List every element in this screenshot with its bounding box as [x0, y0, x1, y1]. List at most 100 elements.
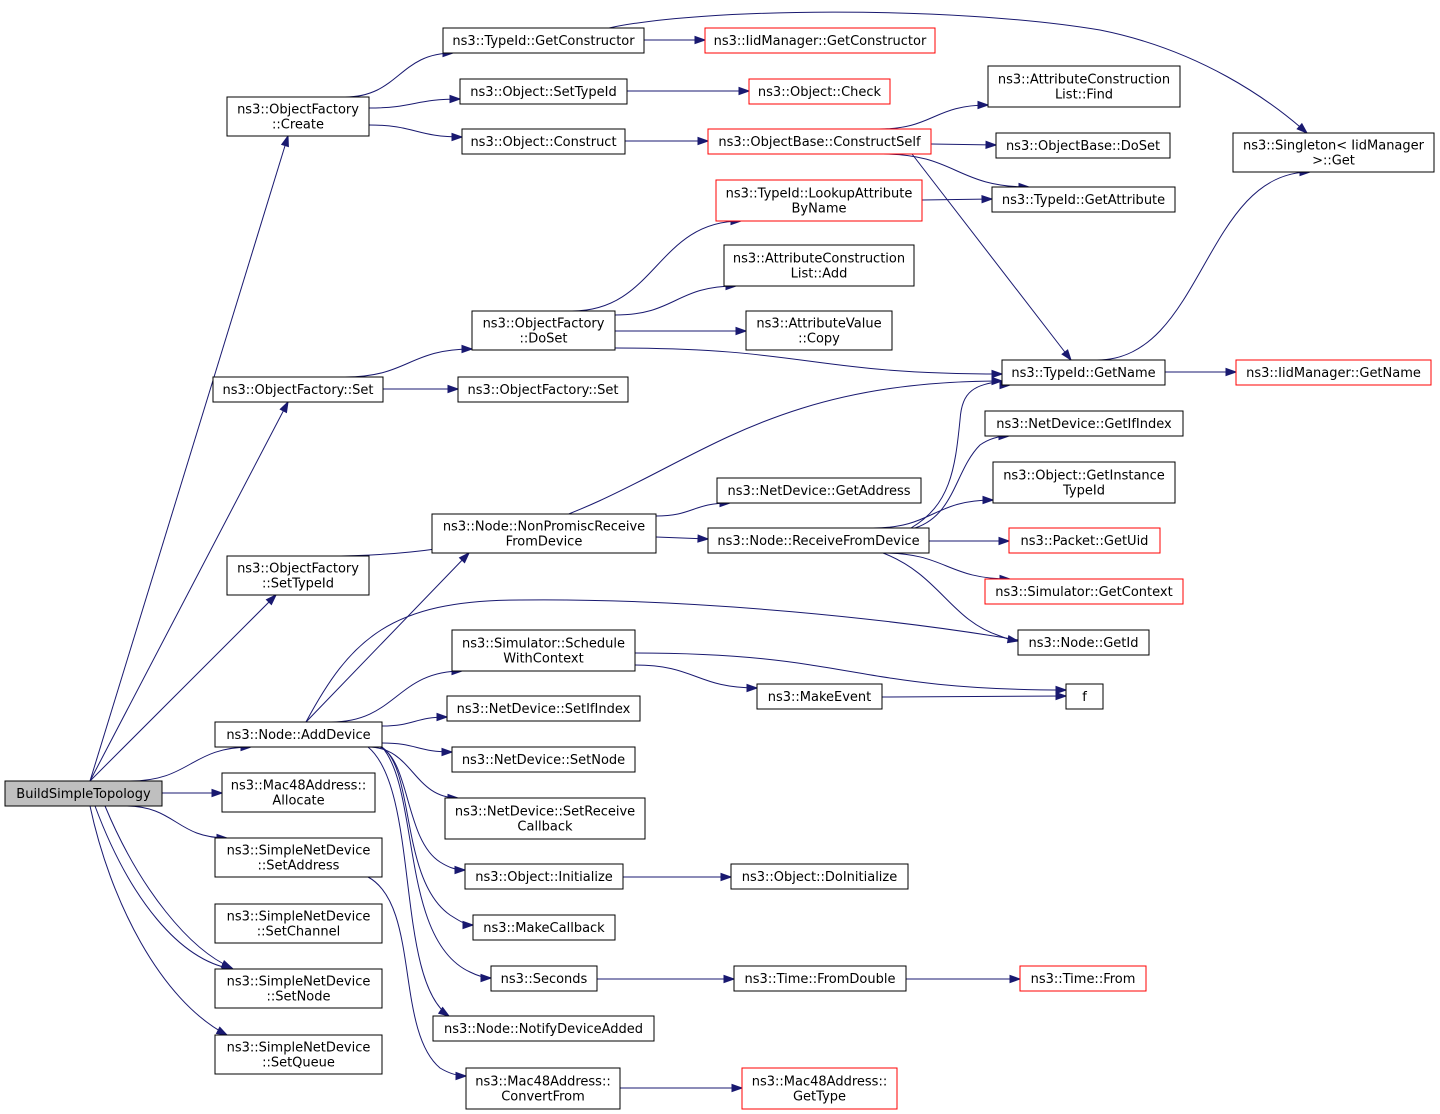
- node-snd-setnode[interactable]: ns3::SimpleNetDevice::SetNode: [214, 968, 383, 1009]
- node-of-set2[interactable]: ns3::ObjectFactory::Set: [457, 376, 629, 403]
- node-label: ns3::AttributeConstruction: [998, 73, 1170, 88]
- node-box: [984, 410, 1184, 437]
- node-label: ns3::NetDevice::SetReceive: [455, 805, 635, 820]
- node-obj-initialize[interactable]: ns3::Object::Initialize: [464, 863, 624, 890]
- node-obj-construct[interactable]: ns3::Object::Construct: [461, 128, 626, 155]
- node-label: ns3::Node::ReceiveFromDevice: [717, 534, 919, 549]
- node-tid-getattr[interactable]: ns3::TypeId::GetAttribute: [991, 186, 1176, 213]
- node-label: ns3::NetDevice::SetIfIndex: [457, 702, 631, 717]
- node-iid-getname[interactable]: ns3::IidManager::GetName: [1235, 359, 1432, 386]
- node-obj-check[interactable]: ns3::Object::Check: [748, 78, 891, 105]
- arrowhead: [480, 973, 493, 983]
- node-tid-getctor[interactable]: ns3::TypeId::GetConstructor: [442, 27, 645, 54]
- node-av-copy[interactable]: ns3::AttributeValue::Copy: [745, 310, 893, 351]
- node-label: ns3::TypeId::GetName: [1011, 366, 1155, 381]
- node-label: ns3::ObjectFactory::Set: [467, 383, 618, 398]
- arrowhead: [735, 326, 748, 336]
- node-box: [221, 772, 376, 813]
- node-label: ns3::Mac48Address::: [231, 779, 366, 794]
- node-of-doset[interactable]: ns3::ObjectFactory::DoSet: [471, 310, 616, 351]
- node-mac-gettype[interactable]: ns3::Mac48Address::GetType: [741, 1067, 898, 1110]
- node-ob-doset[interactable]: ns3::ObjectBase::DoSet: [995, 132, 1171, 159]
- node-label: List::Find: [1055, 88, 1113, 103]
- node-singleton-get[interactable]: ns3::Singleton< IidManager>::Get: [1232, 132, 1435, 173]
- node-iid-getctor[interactable]: ns3::IidManager::GetConstructor: [704, 27, 936, 54]
- node-box: [465, 1067, 621, 1110]
- node-label: >::Get: [1312, 154, 1355, 169]
- node-nd-getaddress[interactable]: ns3::NetDevice::GetAddress: [716, 477, 922, 504]
- edge-time_fromdouble-to-time_from: [906, 974, 1022, 984]
- edge-of_doset-to-acl_add: [614, 281, 738, 316]
- node-label: ::SetQueue: [262, 1056, 335, 1071]
- node-nd-setifindex[interactable]: ns3::NetDevice::SetIfIndex: [446, 695, 641, 722]
- node-box: [464, 863, 624, 890]
- node-node-recvfromdev[interactable]: ns3::Node::ReceiveFromDevice: [707, 527, 930, 554]
- node-node-notifyadded[interactable]: ns3::Node::NotifyDeviceAdded: [432, 1015, 655, 1042]
- node-node-getid[interactable]: ns3::Node::GetId: [1017, 629, 1150, 656]
- node-of-settypeid[interactable]: ns3::ObjectFactory::SetTypeId: [226, 555, 370, 596]
- node-box: [1017, 629, 1150, 656]
- node-label: ns3::Node::NotifyDeviceAdded: [444, 1022, 643, 1037]
- node-label: ns3::NetDevice::SetNode: [462, 753, 625, 768]
- node-label: WithContext: [503, 652, 583, 667]
- node-box: [226, 555, 370, 596]
- edge-node_adddevice-to-node_nonpromisc: [305, 551, 471, 723]
- node-seconds[interactable]: ns3::Seconds: [490, 965, 598, 992]
- edge-node_nonpromisc-to-node_recvfromdev: [655, 534, 710, 543]
- node-label: ns3::Time::From: [1031, 972, 1136, 987]
- edge-of_create-to-obj_settypeid: [368, 94, 462, 109]
- node-pkt-getuid[interactable]: ns3::Packet::GetUid: [1008, 527, 1161, 554]
- node-box: [432, 1015, 655, 1042]
- node-box: [214, 837, 383, 878]
- arrowhead: [449, 94, 462, 104]
- node-box: [704, 27, 936, 54]
- node-sim-getcontext[interactable]: ns3::Simulator::GetContext: [984, 578, 1184, 605]
- edge-node_adddevice-to-nd_setifindex: [381, 712, 449, 727]
- node-node-adddevice[interactable]: ns3::Node::AddDevice: [214, 721, 383, 748]
- node-ob-constructself[interactable]: ns3::ObjectBase::ConstructSelf: [707, 128, 932, 155]
- node-label: ns3::SimpleNetDevice: [227, 1041, 371, 1056]
- node-obj-doinit[interactable]: ns3::Object::DoInitialize: [730, 863, 909, 890]
- node-nd-setnode[interactable]: ns3::NetDevice::SetNode: [451, 746, 636, 773]
- node-snd-setchannel[interactable]: ns3::SimpleNetDevice::SetChannel: [214, 903, 383, 944]
- node-label: ns3::SimpleNetDevice: [227, 975, 371, 990]
- node-of-set[interactable]: ns3::ObjectFactory::Set: [212, 376, 384, 403]
- node-f[interactable]: f: [1065, 683, 1104, 710]
- node-label: ns3::Time::FromDouble: [745, 972, 896, 987]
- node-box: [214, 968, 383, 1009]
- node-mac-convertfrom[interactable]: ns3::Mac48Address::ConvertFrom: [465, 1067, 621, 1110]
- node-root[interactable]: BuildSimpleTopology: [4, 780, 163, 807]
- node-tid-getname[interactable]: ns3::TypeId::GetName: [1001, 359, 1166, 386]
- node-label: ns3::TypeId::GetAttribute: [1002, 193, 1165, 208]
- node-makeevent[interactable]: ns3::MakeEvent: [756, 683, 883, 710]
- edge-sim_schedctx-to-makeevent: [634, 664, 759, 693]
- node-label: List::Add: [791, 267, 848, 282]
- node-time-fromdouble[interactable]: ns3::Time::FromDouble: [733, 965, 907, 992]
- edge-ob_constructself-to-tid_getname: [911, 153, 1072, 362]
- node-snd-setqueue[interactable]: ns3::SimpleNetDevice::SetQueue: [214, 1034, 383, 1075]
- edge-tid_getctor-to-iid_getctor: [644, 35, 707, 45]
- node-snd-setaddress[interactable]: ns3::SimpleNetDevice::SetAddress: [214, 837, 383, 878]
- node-label: ns3::Node::NonPromiscReceive: [443, 520, 645, 535]
- node-mac-allocate[interactable]: ns3::Mac48Address::Allocate: [221, 772, 376, 813]
- node-time-from[interactable]: ns3::Time::From: [1019, 965, 1147, 992]
- node-obj-settypeid[interactable]: ns3::Object::SetTypeId: [459, 78, 628, 105]
- node-label: GetType: [793, 1090, 846, 1105]
- edge-node_adddevice-to-nd_setnode: [381, 742, 454, 757]
- node-makecallback[interactable]: ns3::MakeCallback: [472, 914, 616, 941]
- edge-root-to-of_set: [89, 400, 289, 782]
- node-nd-getifindex[interactable]: ns3::NetDevice::GetIfIndex: [984, 410, 1184, 437]
- node-box: [226, 96, 370, 137]
- edge-of_doset-to-tid_getname: [614, 347, 1004, 379]
- node-label: ::DoSet: [519, 332, 567, 347]
- node-label: ns3::ObjectFactory: [237, 103, 359, 118]
- node-of-create[interactable]: ns3::ObjectFactory::Create: [226, 96, 370, 137]
